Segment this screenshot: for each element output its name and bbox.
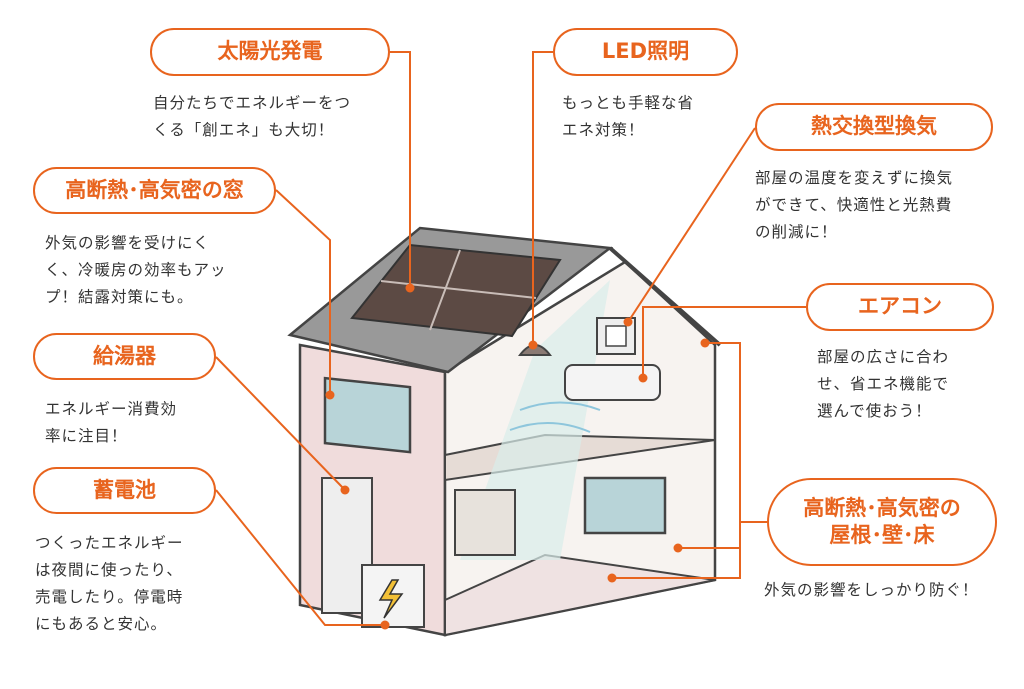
desc-line: の削減に！ <box>755 223 838 242</box>
desc-line: く、冷暖房の効率もアッ <box>45 261 227 280</box>
desc-line: 外気の影響をしっかり防ぐ！ <box>764 581 979 599</box>
solar-panel <box>350 243 562 338</box>
label-led: LED照明 <box>553 28 738 76</box>
desc-line: くる「創エネ」も大切！ <box>153 121 335 140</box>
desc-water-heater: エネルギー消費効率に注目！ <box>45 396 177 450</box>
label-water-heater: 給湯器 <box>33 333 216 380</box>
desc-line: ができて、快適性と光熱費 <box>755 196 953 215</box>
desc-line: 部屋の温度を変えずに換気 <box>755 169 954 187</box>
air-conditioner <box>564 364 661 401</box>
desc-solar: 自分たちでエネルギーをつくる「創エネ」も大切！ <box>153 90 351 144</box>
desc-line: エネ対策！ <box>562 121 645 140</box>
window <box>323 376 412 454</box>
desc-line: は夜間に使ったり、 <box>35 561 183 580</box>
label-envelope: 高断熱･高気密の屋根･壁･床 <box>767 478 997 566</box>
desc-line: エネルギー消費効 <box>45 400 178 418</box>
desc-line: プ！結露対策にも。 <box>45 288 194 307</box>
desc-battery: つくったエネルギーは夜間に使ったり、売電したり。停電時にもあると安心。 <box>35 530 184 639</box>
desc-aircon: 部屋の広さに合わせ、省エネ機能で選んで使おう！ <box>817 344 949 425</box>
desc-led: もっとも手軽な省エネ対策！ <box>562 90 694 144</box>
title-line: 屋根･壁･床 <box>829 523 935 547</box>
desc-window: 外気の影響を受けにくく、冷暖房の効率もアップ！結露対策にも。 <box>45 230 227 311</box>
label-aircon: エアコン <box>806 283 994 331</box>
desc-line: にもあると安心。 <box>35 615 168 634</box>
desc-line: 売電したり。停電時 <box>35 588 184 607</box>
desc-line: もっとも手軽な省 <box>562 94 695 112</box>
desc-line: せ、省エネ機能で <box>817 375 950 394</box>
desc-line: 部屋の広さに合わ <box>817 348 950 366</box>
desc-line: 選んで使おう！ <box>817 402 932 421</box>
desc-line: つくったエネルギー <box>35 534 184 552</box>
desc-line: 外気の影響を受けにく <box>45 234 210 252</box>
label-solar: 太陽光発電 <box>150 28 390 76</box>
desc-ventilation: 部屋の温度を変えずに換気ができて、快適性と光熱費の削減に！ <box>755 165 953 246</box>
leader-lines <box>215 51 806 626</box>
label-ventilation: 熱交換型換気 <box>755 103 993 151</box>
desc-envelope: 外気の影響をしっかり防ぐ！ <box>764 577 979 604</box>
ground-floor <box>444 553 716 637</box>
desc-line: 自分たちでエネルギーをつ <box>153 94 352 112</box>
label-battery: 蓄電池 <box>33 467 216 514</box>
leader-dots <box>325 283 710 630</box>
label-window: 高断熱･高気密の窓 <box>33 167 276 214</box>
desc-line: 率に注目！ <box>45 427 128 446</box>
title-line: 高断熱･高気密の <box>803 495 961 520</box>
water-heater <box>321 477 373 614</box>
lightning-icon <box>378 579 404 619</box>
